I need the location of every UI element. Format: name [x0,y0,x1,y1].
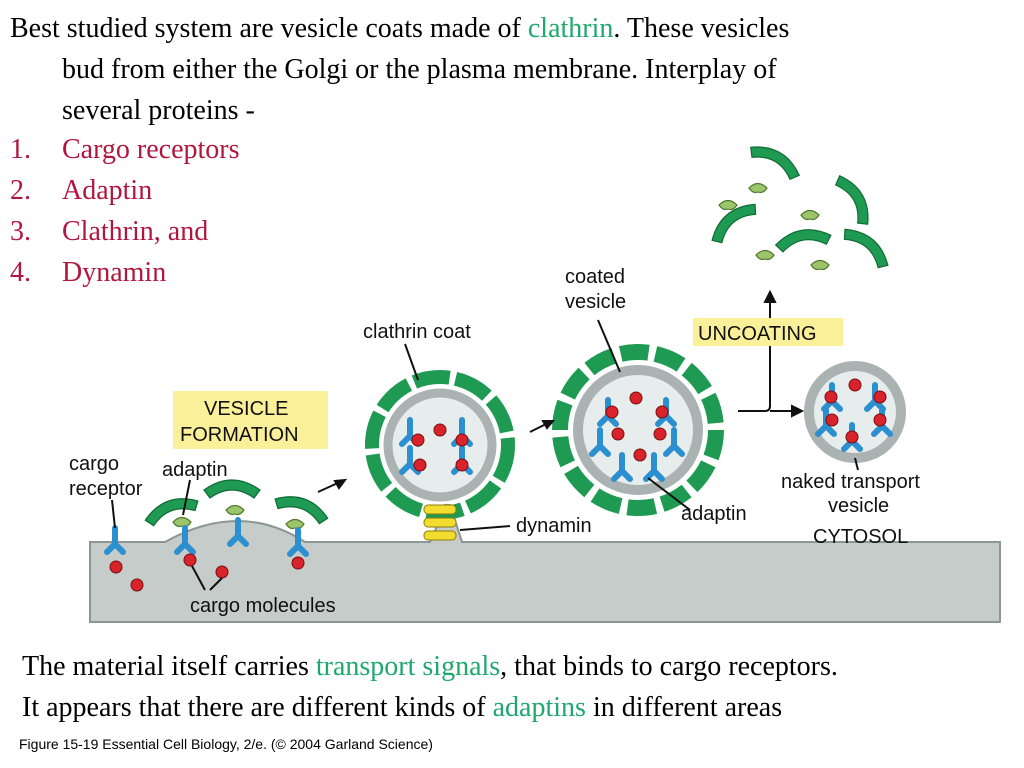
list-text: Adaptin [62,175,153,206]
label-clathrin-coat: clathrin coat [363,321,471,343]
intro-paragraph: Best studied system are vesicle coats ma… [10,8,970,131]
para-text: , that binds to cargo receptors. [500,651,838,682]
label-naked-transport: naked transport [781,471,920,493]
label-coated: coated [565,266,625,288]
label-cargo: cargo [69,453,119,475]
intro-text: Best studied system are vesicle coats ma… [10,13,528,44]
list-text: Dynamin [62,257,167,288]
budding-vesicle [365,370,515,520]
bottom-paragraph: The material itself carries transport si… [22,646,838,728]
label-vesicle: vesicle [565,291,626,313]
para-text: in different areas [585,692,783,723]
intro-line-2: bud from either the Golgi or the plasma … [62,54,777,85]
label-naked-vesicle: vesicle [828,495,889,517]
list-number: 1. [10,134,31,165]
label-uncoating: UNCOATING [698,323,817,345]
protein-list: 1. Cargo receptors 2. Adaptin 3. Clathrin, … [10,129,240,293]
list-text: Cargo receptors [62,134,240,165]
label-dynamin: dynamin [516,515,592,537]
released-clathrin [705,138,895,273]
coated-vesicle [552,344,724,516]
vesicle-formation-box [173,391,328,449]
para-text: The material itself carries [22,651,316,682]
label-vesicle-formation-2: FORMATION [180,424,299,446]
list-number: 3. [10,216,31,247]
list-number: 2. [10,175,31,206]
process-arrows [111,289,859,591]
para-text: It appears that there are different kind… [22,692,493,723]
list-number: 4. [10,257,31,288]
adaptins-highlight: adaptins [492,692,586,723]
naked-vesicle [804,361,906,463]
cargo-molecules-dots [109,553,305,592]
label-cargo-molecules: cargo molecules [190,595,336,617]
dynamin-ring [423,504,457,541]
label-vesicle-formation-1: VESICLE [204,398,288,420]
list-item: 2. Adaptin [10,170,240,211]
list-item: 3. Clathrin, and [10,211,240,252]
intro-line-3: several proteins - [62,95,255,126]
label-adaptin-left: adaptin [162,459,228,481]
list-text: Clathrin, and [62,216,209,247]
list-item: 4. Dynamin [10,252,240,293]
label-adaptin-right: adaptin [681,503,747,525]
label-receptor: receptor [69,478,143,500]
transport-signals-highlight: transport signals [315,651,501,682]
intro-line-1: Best studied system are vesicle coats ma… [10,8,970,49]
clathrin-highlight: clathrin [527,13,614,44]
intro-text: . These vesicles [613,13,790,44]
uncoating-box [693,318,843,346]
list-item: 1. Cargo receptors [10,129,240,170]
figure-caption: Figure 15-19 Essential Cell Biology, 2/e… [19,736,433,752]
label-cytosol: CYTOSOL [813,526,908,548]
